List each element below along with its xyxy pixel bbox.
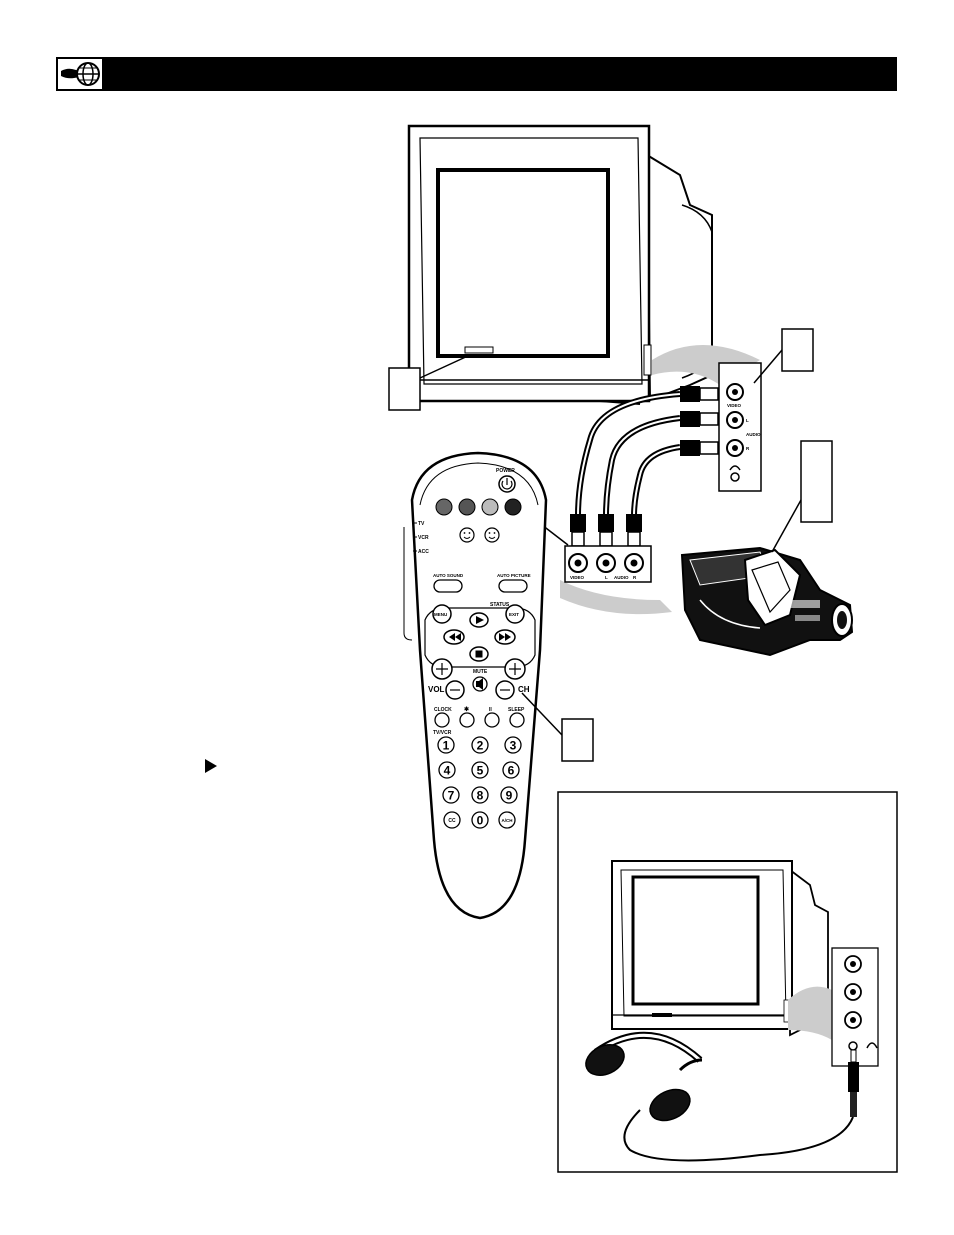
play-arrow-icon xyxy=(205,759,217,773)
digit-5: 5 xyxy=(477,764,484,778)
digit-6: 6 xyxy=(508,764,515,778)
digit-button-0[interactable] xyxy=(471,811,489,829)
digit-button-1[interactable] xyxy=(437,736,455,754)
digit-button-9[interactable] xyxy=(500,786,518,804)
callout-box-tv xyxy=(388,354,471,411)
menu-label: MENU xyxy=(434,612,447,617)
remote-control: POWER TV VCR ACC AUTO SOUND AUTO PICTURE… xyxy=(403,451,548,920)
auto-picture-label: AUTO PICTURE xyxy=(497,573,531,578)
star-button[interactable] xyxy=(459,712,475,728)
sleep-button[interactable] xyxy=(509,712,525,728)
digit-9: 9 xyxy=(506,789,513,803)
color-button-2[interactable] xyxy=(458,498,476,516)
clock-button[interactable] xyxy=(434,712,450,728)
camera-panel-r-label: R xyxy=(633,575,637,580)
pause-label: II xyxy=(489,707,492,713)
mode-label-acc: ACC xyxy=(418,549,429,555)
digit-button-8[interactable] xyxy=(471,786,489,804)
camera-jack-panel: VIDEO L AUDIO R xyxy=(564,545,652,583)
digit-2: 2 xyxy=(477,739,484,753)
exit-button[interactable] xyxy=(505,604,525,624)
digit-1: 1 xyxy=(443,739,450,753)
callout-box-ch xyxy=(521,692,594,762)
globe-hand-icon xyxy=(58,59,102,89)
camera-panel-video-label: VIDEO xyxy=(570,575,585,580)
camera-panel-l-label: L xyxy=(605,575,608,580)
digit-0: 0 xyxy=(477,814,484,828)
digit-button-7[interactable] xyxy=(442,786,460,804)
callout-box-panel xyxy=(753,328,814,384)
ach-label: A/CH xyxy=(502,818,513,823)
tv-jack-panel: VIDEO L AUDIO R xyxy=(718,362,762,492)
digit-button-6[interactable] xyxy=(502,761,520,779)
cc-button[interactable] xyxy=(443,811,461,829)
tv-panel-audio-label: AUDIO xyxy=(746,432,761,437)
tv-end-plugs xyxy=(680,386,719,456)
ch-label: CH xyxy=(518,685,530,694)
callout-box-camera xyxy=(771,440,833,553)
sleep-label: SLEEP xyxy=(508,707,525,713)
digit-button-2[interactable] xyxy=(471,736,489,754)
mode-label-vcr: VCR xyxy=(418,535,429,541)
digit-4: 4 xyxy=(444,764,451,778)
digit-button-4[interactable] xyxy=(438,761,456,779)
camera-end-plugs xyxy=(570,514,642,547)
vol-label: VOL xyxy=(428,685,445,694)
auto-sound-button[interactable] xyxy=(433,579,463,593)
svg-text:✱: ✱ xyxy=(464,706,469,713)
digit-8: 8 xyxy=(477,789,484,803)
tv-panel-video-label: VIDEO xyxy=(727,403,742,408)
mute-label: MUTE xyxy=(473,669,488,675)
tv-set xyxy=(407,124,713,405)
auto-picture-button[interactable] xyxy=(498,579,528,593)
header-bar xyxy=(56,57,897,91)
power-label: POWER xyxy=(496,468,515,474)
color-button-4[interactable] xyxy=(504,498,522,516)
camcorder xyxy=(680,546,854,657)
status-label: STATUS xyxy=(490,602,510,608)
tvvcr-label: TV/VCR xyxy=(433,730,452,736)
exit-label: EXIT xyxy=(509,612,519,617)
digit-button-3[interactable] xyxy=(504,736,522,754)
clock-label: CLOCK xyxy=(434,707,452,713)
mode-label-tv: TV xyxy=(418,521,425,527)
ach-button[interactable] xyxy=(498,811,516,829)
digit-3: 3 xyxy=(510,739,517,753)
tv-panel-r-label: R xyxy=(746,446,750,451)
smiley-button-2[interactable] xyxy=(484,527,500,543)
tv-panel-l-label: L xyxy=(746,418,749,423)
color-button-3[interactable] xyxy=(481,498,499,516)
auto-sound-label: AUTO SOUND xyxy=(433,573,464,578)
av-cables xyxy=(575,391,681,517)
smiley-button-1[interactable] xyxy=(459,527,475,543)
menu-button[interactable] xyxy=(432,604,452,624)
pause-button[interactable] xyxy=(484,712,500,728)
color-button-1[interactable] xyxy=(435,498,453,516)
headphone-inset xyxy=(557,791,898,1173)
digit-button-5[interactable] xyxy=(471,761,489,779)
digit-7: 7 xyxy=(448,789,455,803)
camera-panel-audio-label: AUDIO xyxy=(614,575,629,580)
cc-label: CC xyxy=(448,818,456,824)
